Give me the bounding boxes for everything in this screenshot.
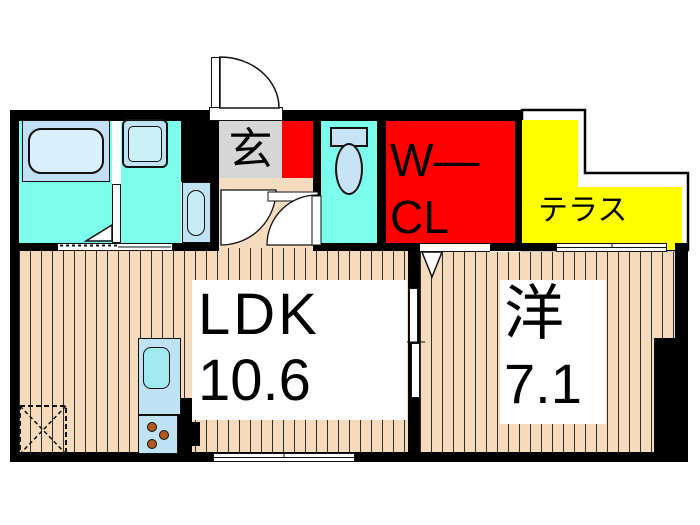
ldk-label: LDK 10.6: [192, 280, 407, 420]
wall: [19, 243, 57, 251]
toilet-door-swing: [266, 194, 318, 246]
kitchen-sink: [143, 347, 170, 389]
walk-in-closet-label: W—CL: [390, 132, 479, 246]
vanity-basin: [187, 190, 205, 236]
entrance-door-swing: [219, 56, 280, 109]
western-room-label-text: 洋: [504, 280, 564, 347]
toilet-bowl: [335, 143, 363, 195]
wall: [282, 110, 522, 121]
wall: [490, 243, 558, 251]
closet-doorway: [420, 243, 490, 252]
bath-door-panel: [112, 184, 121, 243]
bath-folding-door: [83, 223, 113, 242]
wall: [675, 243, 688, 338]
washroom-sliding-door: [57, 243, 173, 251]
entrance-tile: [282, 119, 313, 178]
wall: [515, 110, 522, 245]
entrance-label-text: 玄: [228, 124, 273, 174]
western-room-size-text: 7.1: [504, 352, 582, 415]
ldk-label-text: LDK: [198, 282, 320, 347]
wall: [313, 243, 420, 251]
terrace-label-text: テラス: [538, 194, 628, 227]
washing-machine: [128, 126, 162, 162]
wall: [192, 422, 200, 446]
wall: [10, 110, 19, 462]
wall: [173, 243, 219, 251]
wall: [178, 398, 192, 455]
wall: [181, 118, 211, 182]
bathtub: [28, 128, 104, 174]
wcl-label-line1: W—: [390, 134, 480, 186]
entrance-area: [219, 119, 282, 178]
terrace-area: [522, 120, 682, 250]
wall: [377, 111, 386, 248]
stove-burner: [147, 422, 157, 432]
kitchen-stove: [138, 415, 178, 454]
entrance-label: 玄: [219, 121, 282, 178]
wall: [313, 111, 321, 197]
stove-burner: [159, 430, 169, 440]
closet-door-mark: [420, 251, 444, 280]
wall: [654, 338, 688, 452]
western-room-label: 洋 7.1: [500, 280, 606, 424]
sliding-door-panel: [411, 343, 420, 398]
walk-in-closet: [386, 120, 515, 245]
wall: [10, 110, 212, 121]
toilet-door-leaf: [311, 195, 322, 246]
wcl-label-line2: CL: [390, 191, 449, 243]
refrigerator-space: [19, 405, 67, 455]
terrace-label: テラス: [538, 196, 682, 226]
ldk-size-text: 10.6: [198, 348, 311, 413]
wall: [211, 118, 219, 248]
stove-burner: [147, 439, 157, 449]
